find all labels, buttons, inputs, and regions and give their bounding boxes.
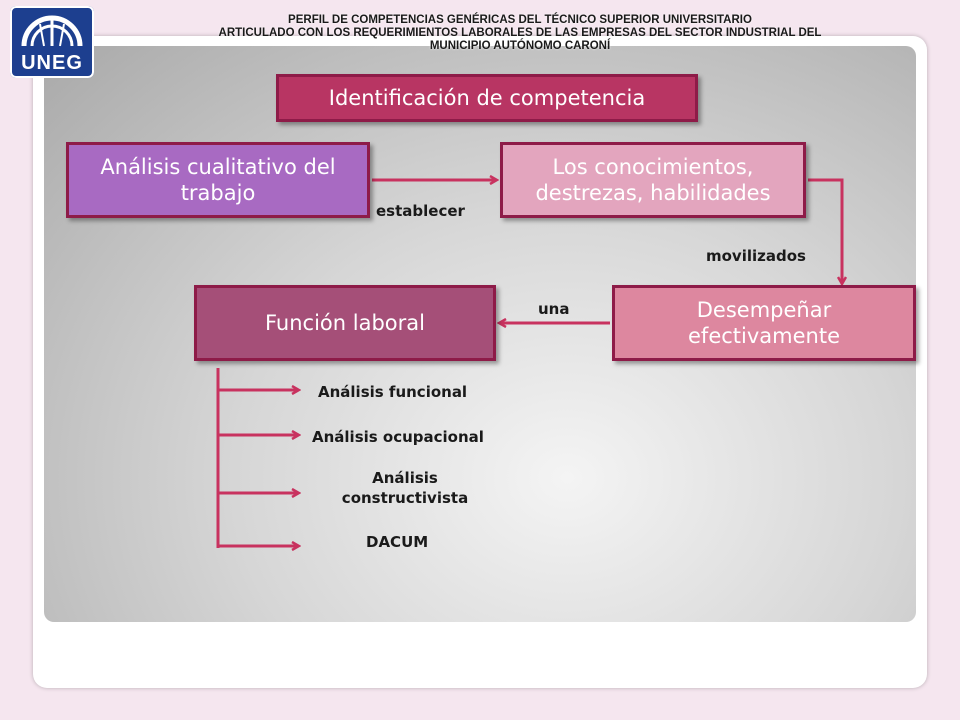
analisis-cualitativo-box: Análisis cualitativo del trabajo [66,142,370,218]
header-line-3: MUNICIPIO AUTÓNOMO CARONÍ [429,40,611,52]
conocimientos-box: Los conocimientos, destrezas, habilidade… [500,142,806,218]
label-una: una [538,300,570,318]
conocimientos-line-1: Los conocimientos, [552,155,754,179]
uneg-logo: UNEG [10,6,94,78]
arrow-movilizados [808,178,842,283]
constructivista-line-1: Análisis [372,469,438,487]
funcion-text: Función laboral [265,311,425,335]
item-analisis-ocupacional: Análisis ocupacional [312,428,484,446]
funcion-laboral-box: Función laboral [194,285,496,361]
analisis-line-2: trabajo [180,181,256,205]
title-text: Identificación de competencia [328,86,646,110]
constructivista-line-2: constructivista [341,489,469,507]
page-header: PERFIL DE COMPETENCIAS GENÉRICAS DEL TÉC… [120,14,920,53]
label-establecer: establecer [376,202,465,220]
analisis-line-1: Análisis cualitativo del [100,155,336,179]
desempenar-line-2: efectivamente [688,324,840,348]
header-line-1: PERFIL DE COMPETENCIAS GENÉRICAS DEL TÉC… [288,14,752,26]
title-box: Identificación de competencia [276,74,698,122]
label-movilizados: movilizados [706,247,806,265]
desempenar-line-1: Desempeñar [696,298,832,322]
logo-text: UNEG [21,52,83,74]
item-dacum: DACUM [366,533,429,551]
logo-emblem-icon [21,15,83,47]
item-analisis-constructivista: Análisis constructivista [305,468,505,508]
header-line-2: ARTICULADO CON LOS REQUERIMIENTOS LABORA… [218,27,822,39]
item-analisis-funcional: Análisis funcional [318,383,468,401]
conocimientos-line-2: destrezas, habilidades [535,181,771,205]
desempenar-box: Desempeñar efectivamente [612,285,916,361]
